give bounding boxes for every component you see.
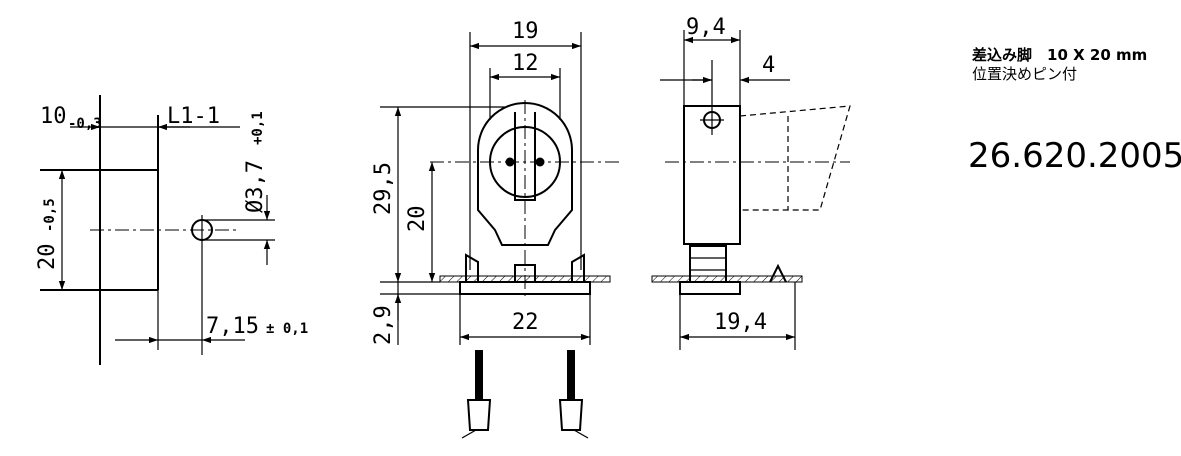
height-tol-label: -0,5 bbox=[42, 198, 58, 232]
front-height-total-label: 29,5 bbox=[371, 162, 396, 215]
offset-tol-label: ± 0,1 bbox=[266, 321, 308, 337]
front-base-width-label: 22 bbox=[512, 310, 539, 335]
height-dim-label: 20 bbox=[35, 244, 60, 271]
side-depth-top-label: 9,4 bbox=[686, 15, 726, 40]
holder-base bbox=[459, 281, 591, 295]
cutout-label: L1-1 bbox=[167, 104, 220, 129]
side-depth-base-label: 19,4 bbox=[714, 310, 767, 335]
lead-wire-right bbox=[567, 350, 575, 400]
side-pin-offset-label: 4 bbox=[762, 53, 775, 78]
hole-tol-label: +0,1 bbox=[250, 111, 266, 145]
panel-cutout-view: 10 -0,3 L1-1 20 -0,5 Ø3,7 +0,1 7,15 ± 0,… bbox=[35, 95, 308, 365]
positioning-note: 位置決めピン付 bbox=[972, 65, 1078, 83]
front-width-inner-label: 12 bbox=[512, 51, 539, 76]
side-view: 9,4 4 19,4 bbox=[651, 15, 851, 350]
front-view: 19 12 29,5 20 2,9 22 bbox=[371, 19, 620, 439]
offset-dim-label: 7,15 bbox=[206, 314, 259, 339]
front-height-center-label: 20 bbox=[405, 206, 430, 233]
thickness-tol-label: -0,3 bbox=[68, 116, 102, 132]
side-body bbox=[683, 105, 741, 245]
front-base-height-label: 2,9 bbox=[371, 305, 396, 345]
hole-dim-label: Ø3,7 bbox=[243, 160, 268, 213]
pin-spec-note: 差込み脚 10 X 20 mm bbox=[972, 46, 1148, 64]
lamp-outline bbox=[739, 105, 851, 211]
lamp-holder-body bbox=[477, 102, 573, 246]
part-number: 26.620.2005 bbox=[968, 136, 1181, 176]
thickness-dim-label: 10 bbox=[40, 104, 67, 129]
front-width-outer-label: 19 bbox=[512, 19, 539, 44]
lead-wire-left bbox=[475, 350, 483, 400]
